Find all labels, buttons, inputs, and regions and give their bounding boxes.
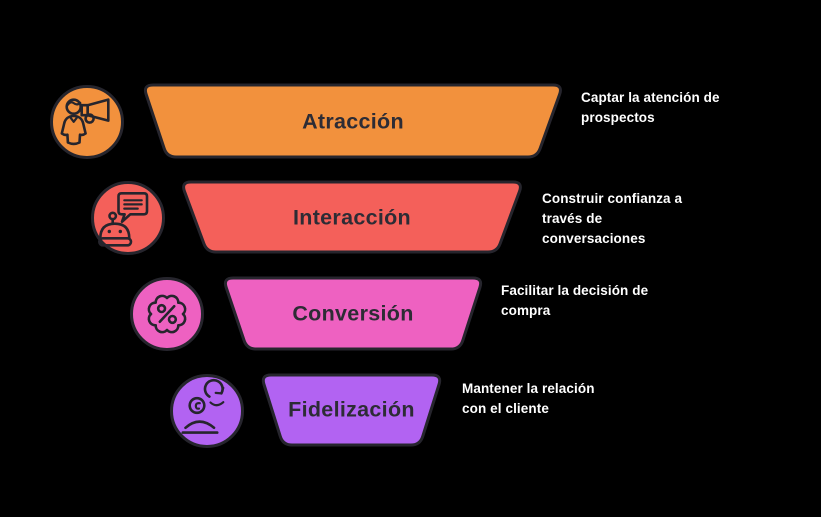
stage-label-interaccion: Interacción — [292, 205, 412, 229]
stage-description-fidelizacion: Mantener la relación con el cliente — [462, 381, 595, 416]
funnel-segment-atraccion — [143, 83, 562, 159]
stage-label-atraccion: Atracción — [302, 109, 404, 133]
discount-percent-badge-icon — [130, 277, 204, 351]
stage-description-atraccion: Captar la atención de prospectos — [581, 90, 720, 125]
stage-description-conversion: Facilitar la decisión de compra — [501, 283, 649, 318]
stage-label-fidelizacion: Fidelización — [288, 397, 415, 422]
customer-loyalty-refresh-icon — [170, 374, 244, 448]
chatbot-chat-bubble-icon — [91, 181, 165, 255]
stage-label-conversion: Conversión — [292, 301, 414, 326]
stage-description-interaccion: Construir confianza a través de conversa… — [542, 191, 683, 246]
funnel-segment-conversion — [223, 276, 483, 351]
megaphone-person-icon — [50, 85, 124, 159]
funnel-segment-interaccion — [182, 180, 522, 254]
funnel-segment-fidelizacion — [261, 373, 442, 447]
